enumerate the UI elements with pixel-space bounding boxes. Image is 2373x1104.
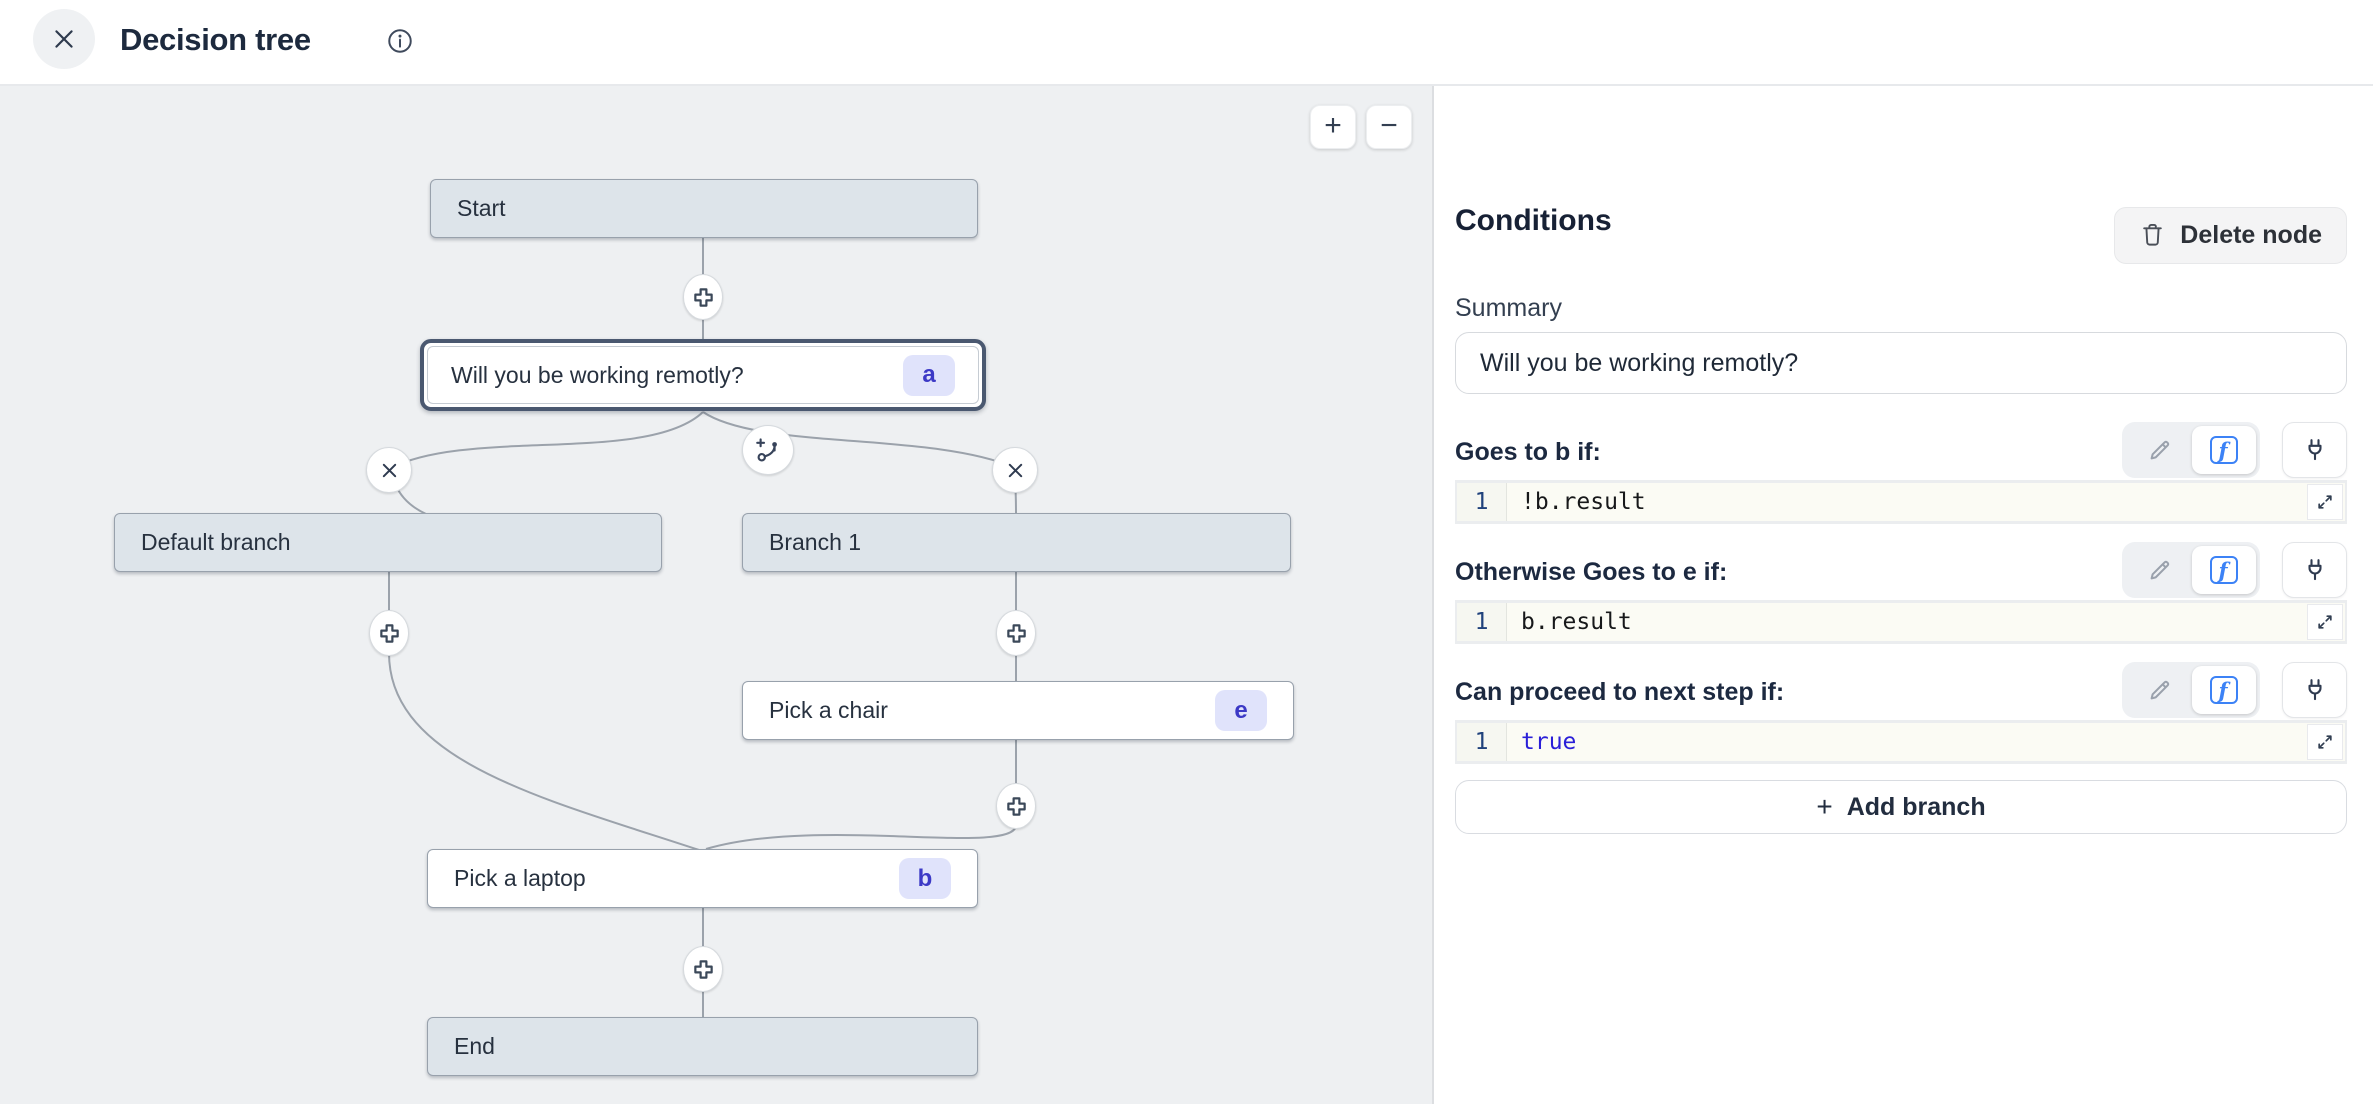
test-value-button[interactable] xyxy=(2282,422,2347,478)
formula-mode-button[interactable]: f xyxy=(2192,546,2256,594)
node-default-branch[interactable]: Default branch xyxy=(114,513,662,572)
plus-icon xyxy=(379,623,399,643)
delete-branch-left-button[interactable] xyxy=(366,447,412,493)
delete-node-label: Delete node xyxy=(2180,221,2322,249)
plus-icon xyxy=(1006,796,1026,816)
code-line[interactable]: b.result xyxy=(1507,603,2345,641)
node-start[interactable]: Start xyxy=(430,179,978,238)
condition-label-otherwise-goes-to-e: Otherwise Goes to e if: xyxy=(1455,558,1728,586)
x-icon xyxy=(382,463,396,477)
node-branch-1[interactable]: Branch 1 xyxy=(742,513,1291,572)
plug-icon xyxy=(2307,559,2322,581)
summary-label: Summary xyxy=(1455,294,1562,322)
node-pick-a-laptop[interactable]: Pick a laptop b xyxy=(427,849,978,908)
formula-mode-button[interactable]: f xyxy=(2192,426,2256,474)
add-branch-split-button[interactable] xyxy=(742,425,794,475)
plus-icon xyxy=(693,287,713,307)
node-badge: b xyxy=(899,858,951,899)
pencil-icon xyxy=(2150,680,2169,699)
add-branch-button[interactable]: + Add branch xyxy=(1455,780,2347,834)
add-step-button[interactable] xyxy=(369,610,409,656)
delete-branch-right-button[interactable] xyxy=(992,447,1038,493)
pencil-mode-button[interactable] xyxy=(2126,437,2192,464)
test-value-button[interactable] xyxy=(2282,542,2347,598)
condition-label-can-proceed: Can proceed to next step if: xyxy=(1455,678,1785,706)
condition-mode-toolbar: f xyxy=(2122,422,2347,478)
pencil-mode-button[interactable] xyxy=(2126,557,2192,584)
close-icon xyxy=(55,30,73,48)
plug-icon xyxy=(2307,439,2322,461)
add-step-button[interactable] xyxy=(996,610,1036,656)
plus-icon xyxy=(1006,623,1026,643)
edit-mode-toggle: f xyxy=(2122,662,2260,718)
edit-mode-toggle: f xyxy=(2122,422,2260,478)
node-end[interactable]: End xyxy=(427,1017,978,1076)
node-badge: e xyxy=(1215,690,1267,731)
code-line[interactable]: !b.result xyxy=(1507,483,2345,521)
line-number: 1 xyxy=(1457,603,1507,641)
condition-mode-toolbar: f xyxy=(2122,542,2347,598)
node-label: End xyxy=(454,1033,495,1059)
add-step-button[interactable] xyxy=(683,946,723,992)
delete-node-button[interactable]: Delete node xyxy=(2114,207,2347,264)
pencil-icon xyxy=(2150,560,2169,579)
flow-canvas: Start Will you be working remotly? a Def… xyxy=(0,86,1434,1104)
panel-title: Conditions xyxy=(1455,204,1612,237)
node-label: Pick a laptop xyxy=(454,865,586,891)
summary-input[interactable] xyxy=(1455,332,2347,394)
line-number: 1 xyxy=(1457,723,1507,761)
function-icon: f xyxy=(2210,556,2238,584)
expand-icon xyxy=(2318,495,2332,509)
expand-editor-button[interactable] xyxy=(2307,484,2343,520)
node-label: Default branch xyxy=(141,529,291,555)
page-title: Decision tree xyxy=(120,22,311,57)
close-button[interactable] xyxy=(33,9,95,69)
plus-icon xyxy=(693,959,713,979)
test-value-button[interactable] xyxy=(2282,662,2347,718)
conditions-panel: Conditions Delete node Summary Goes to b… xyxy=(1436,86,2373,1104)
expand-icon xyxy=(2318,735,2332,749)
condition-label-goes-to-b: Goes to b if: xyxy=(1455,438,1601,466)
node-decision[interactable]: Will you be working remotly? a xyxy=(420,339,986,411)
trash-icon xyxy=(2143,223,2163,246)
flow-edges xyxy=(388,237,1017,1018)
condition-mode-toolbar: f xyxy=(2122,662,2347,718)
node-label: Will you be working remotly? xyxy=(451,361,744,388)
add-branch-label: Add branch xyxy=(1846,792,1986,821)
node-label: Pick a chair xyxy=(769,697,888,723)
expand-editor-button[interactable] xyxy=(2307,604,2343,640)
condition-code-editor-otherwise[interactable]: 1 b.result xyxy=(1455,600,2347,644)
pencil-icon xyxy=(2150,440,2169,459)
code-line[interactable]: true xyxy=(1507,723,2345,761)
line-number: 1 xyxy=(1457,483,1507,521)
expand-editor-button[interactable] xyxy=(2307,724,2343,760)
condition-code-editor-can-proceed[interactable]: 1 true xyxy=(1455,720,2347,764)
header: Decision tree xyxy=(0,0,2373,86)
function-icon: f xyxy=(2210,676,2238,704)
node-pick-a-chair[interactable]: Pick a chair e xyxy=(742,681,1294,740)
expand-icon xyxy=(2318,615,2332,629)
edit-mode-toggle: f xyxy=(2122,542,2260,598)
add-step-button[interactable] xyxy=(996,783,1036,829)
info-icon[interactable] xyxy=(386,27,414,60)
plus-icon: + xyxy=(1816,791,1833,822)
pencil-mode-button[interactable] xyxy=(2126,677,2192,704)
add-step-button[interactable] xyxy=(683,274,723,320)
formula-mode-button[interactable]: f xyxy=(2192,666,2256,714)
node-label: Branch 1 xyxy=(769,529,862,555)
function-icon: f xyxy=(2210,436,2238,464)
node-badge: a xyxy=(903,354,955,396)
branch-split-icon xyxy=(755,437,777,461)
zoom-out-button[interactable]: − xyxy=(1366,105,1412,149)
x-icon xyxy=(1008,463,1022,477)
condition-code-editor-goes-to-b[interactable]: 1 !b.result xyxy=(1455,480,2347,524)
plug-icon xyxy=(2307,679,2322,701)
zoom-in-button[interactable]: + xyxy=(1310,105,1356,149)
node-label: Start xyxy=(457,195,506,221)
